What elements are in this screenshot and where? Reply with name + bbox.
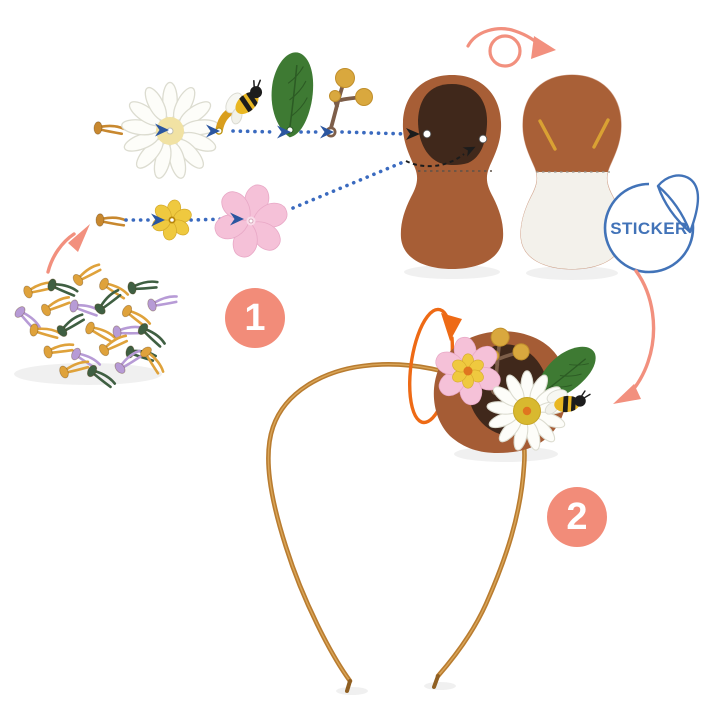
brad-icon <box>53 308 88 340</box>
brad-icon <box>38 291 74 319</box>
pile-arrowhead-icon <box>68 224 90 252</box>
pink-flower-icon <box>428 332 508 410</box>
felt-piece-front <box>400 75 504 269</box>
leaf-icon <box>268 50 316 140</box>
berry-branch-icon <box>323 66 375 140</box>
sticker-label: STICKER <box>610 219 688 238</box>
brad-icon <box>96 275 132 302</box>
step-1-badge: 1 <box>225 288 285 348</box>
brad-prong <box>538 119 557 151</box>
brad-fastener-icon <box>92 120 126 137</box>
dark-felt-patch <box>418 84 488 166</box>
brad-icon <box>91 284 125 318</box>
assembly-row-1 <box>92 50 408 181</box>
brad-icon <box>27 322 62 342</box>
pink-flower-icon <box>204 175 298 267</box>
decorated-felt-piece <box>428 321 605 454</box>
brad-prong <box>592 118 610 149</box>
brad-icon <box>82 319 118 345</box>
brad-icon <box>134 320 170 351</box>
assembly-row-2 <box>46 161 403 274</box>
step-2-badge: 2 <box>547 487 607 547</box>
brad-icon <box>41 337 77 361</box>
brad-icon <box>125 275 161 297</box>
brad-hole <box>422 129 432 139</box>
sticker-icon <box>603 168 705 274</box>
pile-arrow-icon <box>46 232 76 274</box>
rotate-arrow-icon <box>466 27 556 68</box>
yellow-flower-icon <box>147 196 197 244</box>
brad-icon <box>69 258 105 289</box>
headband <box>266 362 527 693</box>
brad-icon <box>144 289 180 314</box>
headband-tips <box>345 674 440 693</box>
brad-hole <box>478 134 488 144</box>
brad-fastener-icon <box>94 212 128 229</box>
transfer-arrow-icon <box>613 269 656 404</box>
soft-shadows <box>14 265 618 695</box>
bee-icon <box>216 73 273 135</box>
daisy-flower-icon <box>120 81 220 181</box>
daisy-flower-icon <box>485 370 569 453</box>
dashed-path <box>405 153 465 168</box>
